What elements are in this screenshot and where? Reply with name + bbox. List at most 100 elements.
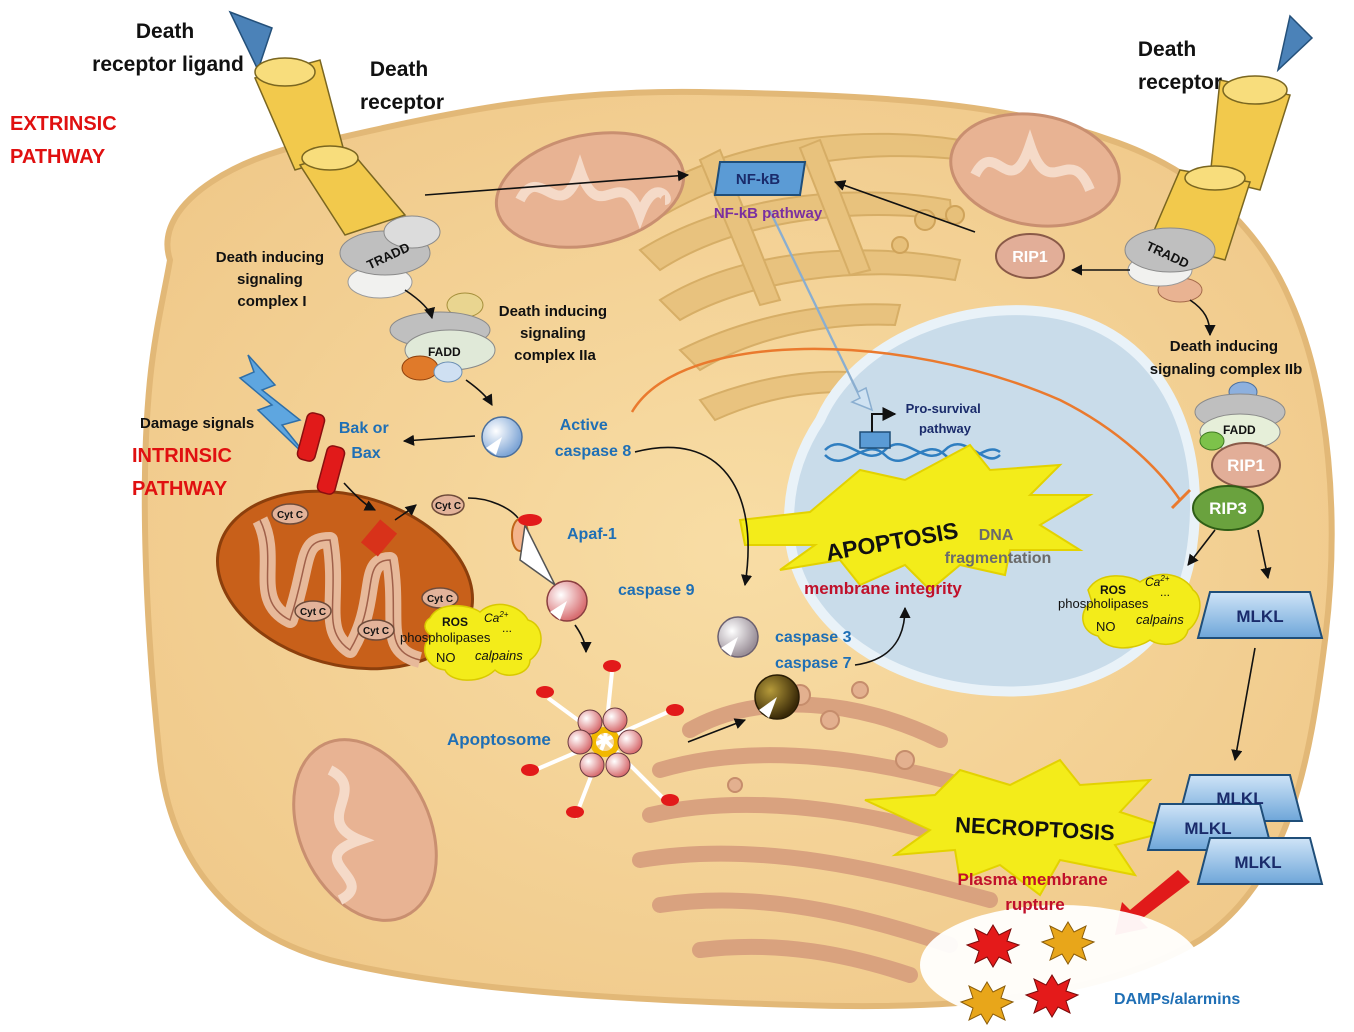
svg-text:Death inducing signaling c: Death inducing signaling complex IIb bbox=[1150, 338, 1303, 378]
necroptosis-burst bbox=[864, 758, 1179, 897]
endoplasmic-reticulum bbox=[632, 696, 998, 983]
vesicles-upper bbox=[891, 205, 965, 254]
caspase3-label: caspase 3 bbox=[775, 629, 852, 646]
apoptosome-label: Apoptosome bbox=[447, 730, 551, 749]
cytc-free bbox=[431, 494, 465, 516]
death-receptor-left-icon bbox=[253, 57, 407, 236]
ros-right-label: ROS bbox=[1100, 583, 1126, 597]
dots-left-label: ... bbox=[502, 621, 512, 635]
disc2a-line1: Death inducing bbox=[499, 303, 607, 320]
cytc-mito-4-label: Cyt C bbox=[427, 594, 453, 605]
cytc-mito-3-label: Cyt C bbox=[363, 626, 389, 637]
fadd-right-label: FADD bbox=[1223, 423, 1256, 437]
inhibition-bar bbox=[1170, 488, 1192, 510]
death-receptor-right-line2: receptor bbox=[1138, 71, 1222, 94]
disc1-complex bbox=[339, 215, 441, 299]
apaf1-label: Apaf-1 bbox=[567, 526, 617, 543]
no-left-label: NO bbox=[436, 650, 456, 665]
pathway-arrows bbox=[343, 170, 1272, 762]
bak-bax-line1: Bak or bbox=[339, 420, 389, 437]
ros-left-label: ROS bbox=[442, 615, 468, 629]
mlkl-2-label: MLKL bbox=[1184, 819, 1231, 838]
cytc-mito-1 bbox=[271, 503, 309, 525]
rip1-left-label: RIP1 bbox=[1012, 249, 1048, 266]
death-receptor-right-line1: Death bbox=[1138, 38, 1196, 61]
phospholipases-left-label: phospholipases bbox=[400, 630, 491, 645]
inhibition-arrow bbox=[630, 347, 1182, 501]
nfkb-box bbox=[713, 161, 807, 196]
ros-text-right: ROS Ca2+ ... phospholipases NO calpains bbox=[1058, 574, 1184, 634]
svg-text:Death inducing signaling: Death inducing signaling complex IIa bbox=[499, 303, 612, 364]
mitochondrion-lower-left bbox=[292, 738, 438, 922]
nfkb-pathway-label: NF-kB pathway bbox=[714, 205, 823, 222]
ca-right-label: Ca2+ bbox=[1145, 574, 1170, 589]
rip3-node bbox=[1192, 485, 1264, 531]
calpains-right-label: calpains bbox=[1136, 612, 1184, 627]
caspase9-label: caspase 9 bbox=[618, 582, 695, 599]
dna-fragmentation-line2: fragmentation bbox=[945, 550, 1052, 567]
disc2a-line2: signaling bbox=[520, 325, 586, 342]
dna-fragmentation-line1: DNA bbox=[979, 527, 1014, 544]
plasma-membrane-rupture-line2: rupture bbox=[1005, 895, 1065, 914]
calpains-left-label: calpains bbox=[475, 648, 523, 663]
gene-box bbox=[859, 431, 891, 449]
ros-text-left: ROS Ca2+ ... phospholipases NO calpains bbox=[400, 610, 523, 665]
ligand-right-icon bbox=[1276, 14, 1314, 73]
svg-text:DNA fragmentation: DNA fragmentation bbox=[945, 527, 1052, 567]
death-receptor-ligand-line1: Death bbox=[136, 20, 194, 43]
damps-label: DAMPs/alarmins bbox=[1114, 991, 1240, 1008]
ros-burst-left bbox=[423, 603, 542, 681]
cytc-mito-2-label: Cyt C bbox=[300, 607, 326, 618]
disc2a-complex bbox=[389, 292, 496, 383]
cytc-mito-3 bbox=[357, 619, 395, 641]
svg-text:Death inducing signaling: Death inducing signaling complex I bbox=[216, 249, 329, 310]
cytc-mito-2 bbox=[294, 600, 332, 622]
svg-text:Death receptor: Death receptor bbox=[360, 58, 444, 114]
membrane-integrity-label: membrane integrity bbox=[804, 579, 962, 598]
bak-bax-pore bbox=[360, 519, 398, 557]
rip1-left-node bbox=[995, 233, 1065, 279]
intrinsic-pathway-line2: PATHWAY bbox=[132, 478, 228, 500]
apoptosis-burst bbox=[738, 443, 1094, 592]
apoptosome-icon bbox=[521, 660, 684, 819]
svg-text:INTRINSIC PATHWAY: INTRINSIC PATHWAY bbox=[132, 445, 238, 500]
disc2b-top-complex bbox=[1124, 227, 1216, 303]
svg-text:Active caspase 8: Active caspase 8 bbox=[555, 417, 632, 460]
nfkb-box-label: NF-kB bbox=[736, 171, 780, 188]
rip1-right-label: RIP1 bbox=[1227, 456, 1265, 475]
mlkl-3-label: MLKL bbox=[1234, 853, 1281, 872]
mlkl-box-top bbox=[1196, 591, 1324, 639]
svg-text:Death receptor: Death receptor bbox=[1138, 38, 1222, 94]
no-right-label: NO bbox=[1096, 619, 1116, 634]
extrinsic-pathway-line1: EXTRINSIC bbox=[10, 113, 117, 135]
mitochondrion-upper-right bbox=[949, 112, 1121, 228]
intrinsic-pathway-line1: INTRINSIC bbox=[132, 445, 232, 467]
nfkb-to-prosurvival-arrow bbox=[769, 209, 874, 412]
bak-bax-line2: Bax bbox=[351, 445, 380, 462]
svg-text:EXTRINSIC PATHWAY: EXTRINSIC PATHWAY bbox=[10, 113, 122, 168]
fadd-left-label: FADD bbox=[428, 345, 461, 359]
cytc-mito-1-label: Cyt C bbox=[277, 510, 303, 521]
svg-text:Death receptor ligand: Death receptor ligand bbox=[92, 20, 244, 76]
disc2b-line1: Death inducing bbox=[1170, 338, 1278, 355]
extrinsic-pathway-line2: PATHWAY bbox=[10, 146, 106, 168]
rip1-right-node bbox=[1211, 442, 1281, 488]
ca-left-label: Ca2+ bbox=[484, 610, 509, 625]
pro-survival-line2: pathway bbox=[919, 421, 972, 436]
mitochondrion-intrinsic bbox=[216, 489, 474, 671]
dots-right-label: ... bbox=[1160, 585, 1170, 599]
death-receptor-ligand-line2: receptor ligand bbox=[92, 53, 244, 76]
cytc-free-label: Cyt C bbox=[435, 501, 461, 512]
damage-signals-label: Damage signals bbox=[140, 415, 254, 432]
promoter-arrow bbox=[871, 407, 897, 432]
svg-text:Pro-survival pathway: Pro-survival pathway bbox=[906, 401, 985, 436]
svg-text:Plasma membrane rupture: Plasma membrane rupture bbox=[958, 870, 1113, 914]
death-receptor-left-line2: receptor bbox=[360, 91, 444, 114]
caspase7-label: caspase 7 bbox=[775, 655, 852, 672]
golgi-upper bbox=[618, 132, 967, 422]
disc1-line1: Death inducing bbox=[216, 249, 324, 266]
rip3-label: RIP3 bbox=[1209, 499, 1247, 518]
mlkl-1-label: MLKL bbox=[1216, 789, 1263, 808]
pro-survival-line1: Pro-survival bbox=[906, 401, 981, 416]
